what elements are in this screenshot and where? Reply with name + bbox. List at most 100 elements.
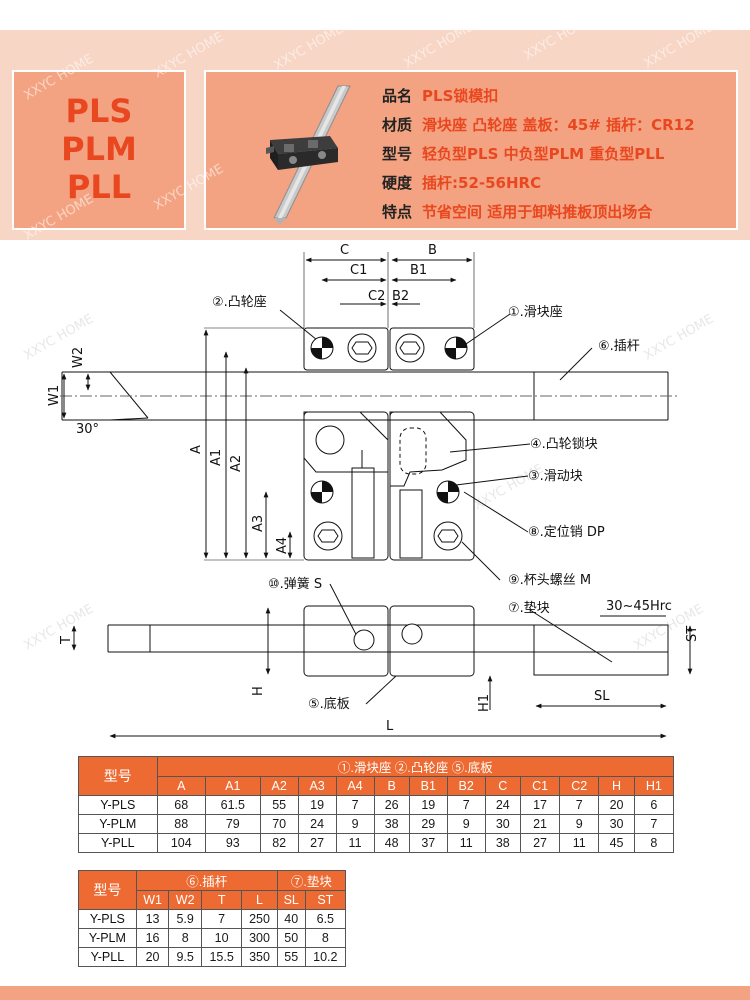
- column-header: B2: [446, 776, 486, 796]
- table-cell: 16: [135, 928, 170, 948]
- label-cam-lock: ④.凸轮锁块: [530, 436, 598, 452]
- info-value: PLS锁模扣: [422, 87, 499, 105]
- technical-drawing: C B C1 B1 C2 B2 W1 W2 30° A A1 A2 A3 A4 …: [47, 243, 700, 739]
- column-header: A: [156, 776, 206, 796]
- table-cell: 70: [259, 814, 299, 834]
- label-base-plate: ⑤.底板: [308, 696, 350, 712]
- model-logo: PLS PLM PLL: [12, 70, 186, 230]
- table-cell: 79: [204, 814, 261, 834]
- dim-c: C: [340, 243, 349, 258]
- dim-t: T: [59, 636, 74, 645]
- column-header: ST: [304, 890, 347, 910]
- column-header: L: [241, 890, 278, 910]
- info-value: 滑块座 凸轮座 盖板：45# 插杆：CR12: [422, 116, 695, 134]
- model-cell: Y-PLS: [78, 795, 158, 815]
- info-value: 插杆:52-56HRC: [422, 174, 542, 192]
- logo-line-pll: PLL: [66, 168, 132, 206]
- group-header-rod: ⑥.插杆: [135, 870, 278, 891]
- table-cell: 55: [276, 947, 306, 967]
- column-header: C: [484, 776, 521, 796]
- table-cell: 8: [168, 928, 202, 948]
- info-label: 型号: [382, 145, 413, 163]
- dim-h: H: [251, 686, 266, 696]
- table-cell: 11: [335, 833, 375, 853]
- table-cell: 6.5: [304, 909, 347, 929]
- model-cell: Y-PLM: [78, 928, 137, 948]
- column-header: C2: [559, 776, 600, 796]
- table-cell: 68: [156, 795, 206, 815]
- table-cell: 27: [519, 833, 561, 853]
- table-row: Y-PLM 88 79 70 24 9 38 29 9 30 21 9 30 7: [78, 814, 675, 834]
- info-row-model: 型号轻负型PLS 中负型PLM 重负型PLL: [382, 140, 695, 169]
- model-cell: Y-PLL: [78, 833, 158, 853]
- column-header: B: [373, 776, 410, 796]
- table-cell: 7: [559, 795, 600, 815]
- table-cell: 7: [335, 795, 375, 815]
- dim-b: B: [428, 243, 437, 258]
- spec-table-body: 型号 ①.滑块座 ②.凸轮座 ⑤.底板 A A1 A2 A3 A4 B B1 B…: [78, 756, 675, 853]
- label-slider-seat: ①.滑块座: [508, 305, 563, 320]
- table-cell: 9: [335, 814, 375, 834]
- table-row: Y-PLS 13 5.9 7 250 40 6.5: [78, 909, 347, 929]
- dim-st: ST: [685, 626, 700, 642]
- table-cell: 27: [297, 833, 337, 853]
- label-cap-screw: ⑨.杯头螺丝 M: [508, 573, 591, 588]
- table-cell: 93: [204, 833, 261, 853]
- column-header: A3: [297, 776, 337, 796]
- table-cell: 7: [200, 909, 243, 929]
- table-cell: 10: [200, 928, 243, 948]
- dim-w2: W2: [71, 347, 86, 368]
- info-label: 材质: [382, 116, 413, 134]
- info-value: 节省空间 适用于卸料推板顶出场合: [422, 203, 653, 221]
- table-cell: 30: [484, 814, 521, 834]
- table-cell: 8: [633, 833, 675, 853]
- group-header-spacer: ⑦.垫块: [276, 870, 347, 891]
- table-cell: 15.5: [200, 947, 243, 967]
- table-cell: 250: [241, 909, 278, 929]
- column-header: H1: [633, 776, 675, 796]
- column-header: SL: [276, 890, 306, 910]
- dim-a3: A3: [251, 515, 266, 532]
- model-cell: Y-PLL: [78, 947, 137, 967]
- column-header: T: [200, 890, 243, 910]
- table-cell: 82: [259, 833, 299, 853]
- info-value: 轻负型PLS 中负型PLM 重负型PLL: [422, 145, 665, 163]
- dim-sl: SL: [594, 689, 610, 704]
- table-cell: 104: [156, 833, 206, 853]
- table-cell: 37: [408, 833, 448, 853]
- table-cell: 7: [633, 814, 675, 834]
- table-cell: 21: [519, 814, 561, 834]
- table-cell: 6: [633, 795, 675, 815]
- table-cell: 45: [598, 833, 635, 853]
- table-row: Y-PLM 16 8 10 300 50 8: [78, 928, 347, 948]
- dim-w1: W1: [47, 385, 62, 406]
- label-slide-block: ③.滑动块: [528, 469, 583, 484]
- info-row-material: 材质滑块座 凸轮座 盖板：45# 插杆：CR12: [382, 111, 695, 140]
- label-spacer: ⑦.垫块: [508, 600, 550, 616]
- table-cell: 40: [276, 909, 306, 929]
- table-cell: 38: [373, 814, 410, 834]
- table-cell: 7: [446, 795, 486, 815]
- column-header: H: [598, 776, 635, 796]
- label-spring: ⑩.弹簧 S: [268, 576, 322, 592]
- info-label: 硬度: [382, 174, 413, 192]
- cam-seat-top: [303, 327, 389, 371]
- dim-a: A: [189, 445, 204, 454]
- info-row-feature: 特点节省空间 适用于卸料推板顶出场合: [382, 198, 695, 227]
- logo-line-plm: PLM: [61, 130, 137, 168]
- model-cell: Y-PLM: [78, 814, 158, 834]
- info-label: 特点: [382, 203, 413, 221]
- table-cell: 19: [408, 795, 448, 815]
- table-cell: 13: [135, 909, 170, 929]
- table-cell: 17: [519, 795, 561, 815]
- dim-a1: A1: [209, 449, 224, 466]
- column-header: A1: [204, 776, 261, 796]
- table-cell: 38: [484, 833, 521, 853]
- table-cell: 29: [408, 814, 448, 834]
- footer-band: [0, 986, 750, 1000]
- table-cell: 50: [276, 928, 306, 948]
- column-header: B1: [408, 776, 448, 796]
- table-cell: 9: [559, 814, 600, 834]
- table-cell: 30: [598, 814, 635, 834]
